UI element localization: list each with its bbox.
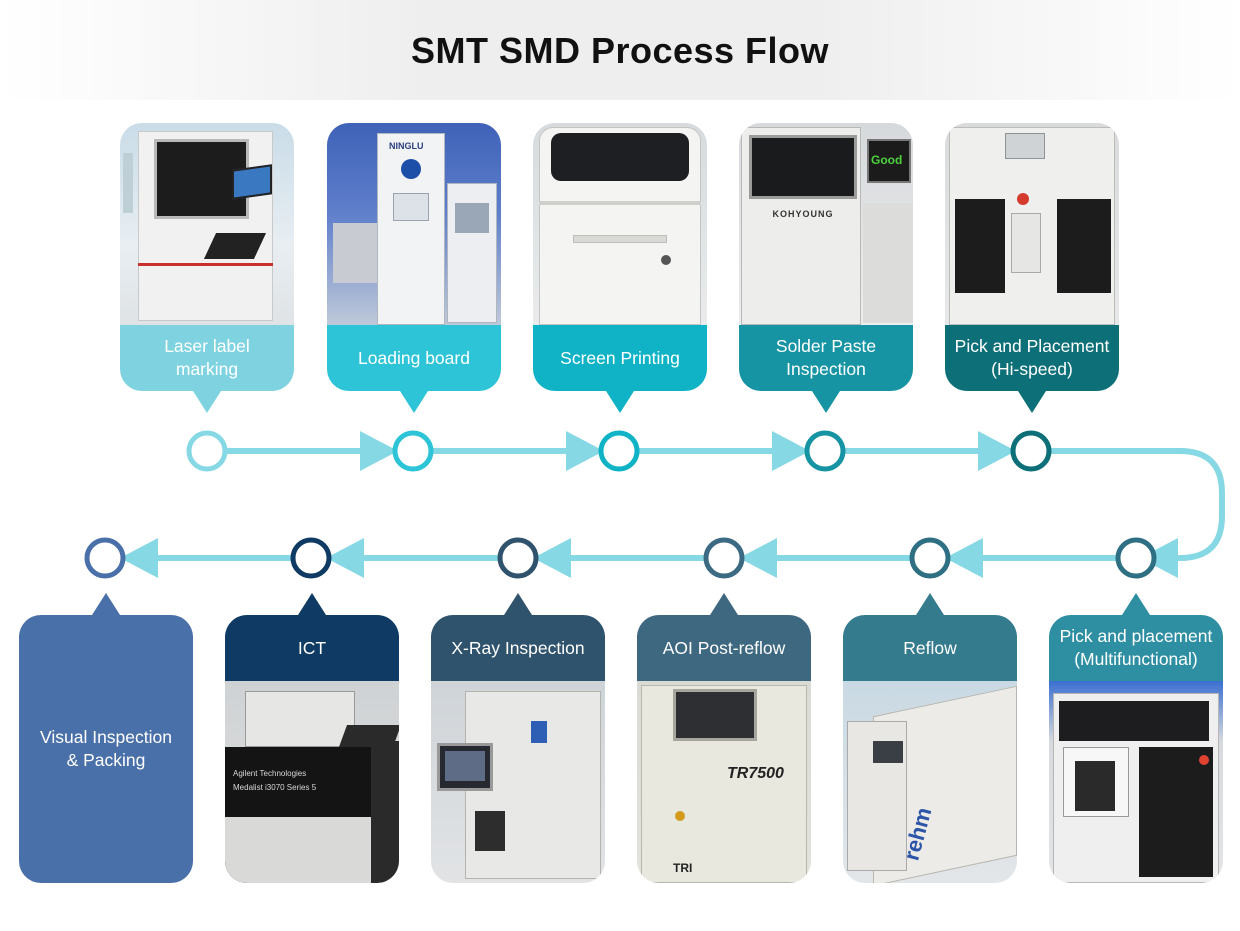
loader-machine-photo: NINGLU [327, 123, 501, 325]
label-line-1: Pick and placement [1059, 626, 1213, 646]
step-label: AOI Post-reflow [637, 615, 811, 681]
arrow-left [739, 538, 777, 578]
step-label: Pick and Placement (Hi-speed) [945, 325, 1119, 391]
label-line-2: marking [175, 359, 239, 379]
pointer-aoi [710, 593, 738, 615]
label-line-1: Loading board [358, 347, 470, 368]
connector-curve [1179, 448, 1225, 561]
page-title: SMT SMD Process Flow [410, 30, 830, 71]
arrow-left [120, 538, 158, 578]
step-label: ICT [225, 615, 399, 681]
step-card-loading-board: NINGLU Loading board [327, 123, 501, 391]
arrow-left [1140, 538, 1178, 578]
arrow-right [360, 431, 398, 471]
flow-node [497, 537, 539, 579]
step-card-pick-and-placement-multifunctional: Pick and placement (Multifunctional) [1049, 615, 1223, 883]
medalist-model-text: Medalist i3070 Series 5 [233, 783, 317, 792]
label-line-2: Inspection [786, 359, 866, 379]
label-line-2: & Packing [66, 750, 146, 770]
label-line-1: Visual Inspection [40, 727, 172, 747]
spi-machine-photo: KOHYOUNG Good [739, 123, 913, 325]
pointer-hi-speed [1018, 391, 1046, 413]
agilent-logo-text: Agilent Technologies [233, 769, 307, 778]
label-line-1: Reflow [903, 637, 957, 658]
step-card-screen-printing: Screen Printing [533, 123, 707, 391]
hi-speed-placement-machine-photo [945, 123, 1119, 325]
label-line-1: X-Ray Inspection [451, 637, 585, 658]
step-card-ict: ICT Agilent Technologies Medalist i3070 … [225, 615, 399, 883]
step-card-aoi-post-reflow: AOI Post-reflow TR7500 TRI [637, 615, 811, 883]
label-line-1: Pick and Placement [954, 336, 1110, 356]
arrow-left [945, 538, 983, 578]
step-label: X-Ray Inspection [431, 615, 605, 681]
kohyoung-logo-text: KOHYOUNG [772, 209, 834, 219]
label-line-1: ICT [297, 637, 327, 658]
tri-logo-text: TRI [673, 861, 693, 875]
pointer-ict [298, 593, 326, 615]
arrow-right [566, 431, 604, 471]
tr7500-model-text: TR7500 [727, 765, 784, 782]
pointer-x-ray [504, 593, 532, 615]
pointer-visual-inspection [92, 593, 120, 615]
flow-node [598, 430, 640, 472]
flow-node [909, 537, 951, 579]
step-card-laser-label-marking: Laser label marking [120, 123, 294, 391]
laser-marking-machine-photo [120, 123, 294, 325]
label-line-1: Laser label [164, 336, 250, 356]
pointer-laser [193, 391, 221, 413]
arrow-left [533, 538, 571, 578]
pointer-loading [400, 391, 428, 413]
flow-node [1115, 537, 1157, 579]
screen-printer-photo [533, 123, 707, 325]
flow-node [392, 430, 434, 472]
arrow-right [978, 431, 1016, 471]
label-line-1: Solder Paste [775, 336, 877, 356]
aoi-machine-photo: TR7500 TRI [637, 681, 811, 883]
arrow-left [326, 538, 364, 578]
arrow-right [772, 431, 810, 471]
multifunctional-placement-machine-photo [1049, 681, 1223, 883]
step-card-visual-inspection-packing: Visual Inspection & Packing [19, 615, 193, 883]
ict-tester-photo: Agilent Technologies Medalist i3070 Seri… [225, 681, 399, 883]
flow-node [84, 537, 126, 579]
reflow-oven-photo: rehm [843, 681, 1017, 883]
good-screen-text: Good [871, 153, 903, 167]
flow-node [703, 537, 745, 579]
pointer-spi [812, 391, 840, 413]
flow-node [804, 430, 846, 472]
title-banner [0, 0, 1240, 100]
step-label: Reflow [843, 615, 1017, 681]
flow-node [1010, 430, 1052, 472]
label-line-1: Screen Printing [560, 347, 680, 368]
flow-node [290, 537, 332, 579]
pointer-printing [606, 391, 634, 413]
pointer-reflow [916, 593, 944, 615]
label-line-1: AOI Post-reflow [662, 637, 786, 658]
step-card-x-ray-inspection: X-Ray Inspection [431, 615, 605, 883]
label-line-2: (Hi-speed) [991, 359, 1073, 379]
flow-node [186, 430, 228, 472]
step-label: Pick and placement (Multifunctional) [1049, 615, 1223, 681]
step-label: Loading board [327, 325, 501, 391]
label-line-2: (Multifunctional) [1074, 649, 1198, 669]
pointer-multifunctional [1122, 593, 1150, 615]
step-label: Laser label marking [120, 325, 294, 391]
x-ray-machine-photo [431, 681, 605, 883]
step-card-pick-and-placement-hi-speed: Pick and Placement (Hi-speed) [945, 123, 1119, 391]
step-card-reflow: Reflow rehm [843, 615, 1017, 883]
ninglu-logo-text: NINGLU [389, 141, 424, 151]
step-label: Screen Printing [533, 325, 707, 391]
